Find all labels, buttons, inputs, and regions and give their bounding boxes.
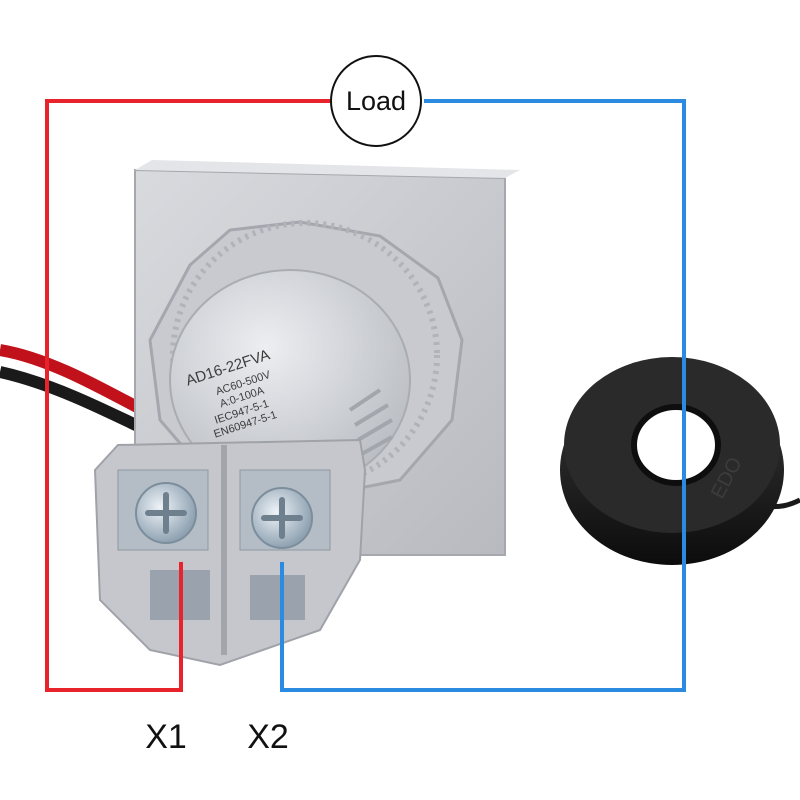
screw-x2	[251, 487, 313, 549]
load-label: Load	[346, 86, 406, 116]
terminal-x1-label: X1	[145, 718, 187, 756]
current-transformer: EDO	[560, 357, 800, 565]
terminal-x2-label: X2	[247, 718, 289, 756]
terminal-clamp-x2	[250, 575, 305, 620]
screw-x1	[135, 482, 197, 544]
ventilation-slots	[348, 388, 394, 457]
wire-x1-red	[45, 99, 330, 692]
load-circle	[330, 55, 422, 147]
mounting-panel-top-edge	[135, 160, 520, 178]
thread-ring	[170, 220, 440, 490]
ct-center-hole	[631, 404, 721, 486]
wire-x2-blue	[280, 99, 686, 692]
load-node: Load	[330, 55, 422, 147]
